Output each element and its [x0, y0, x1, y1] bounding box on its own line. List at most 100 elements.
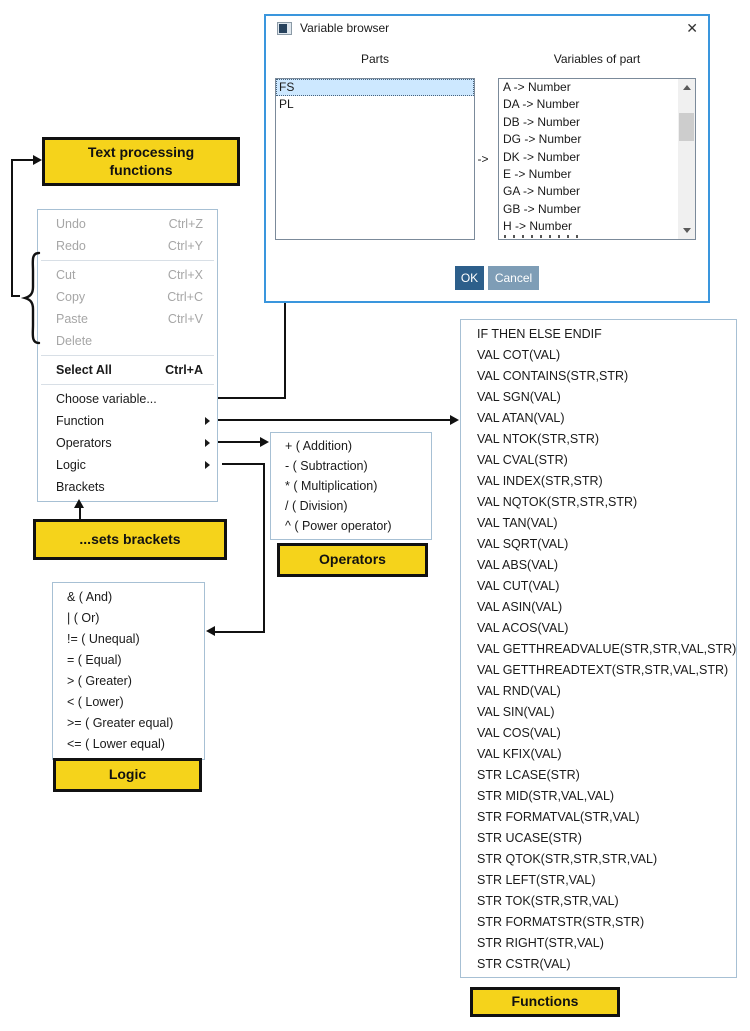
ok-button[interactable]: OK [455, 266, 484, 290]
connector-logic-top [222, 463, 265, 465]
menu-item[interactable]: Select All Ctrl+A [38, 359, 217, 381]
logic-menu-item[interactable]: != ( Unequal) [67, 632, 140, 646]
part-list-item[interactable]: PL [279, 97, 294, 111]
function-menu-item[interactable]: STR TOK(STR,STR,VAL) [477, 894, 619, 908]
function-menu-item[interactable]: STR LCASE(STR) [477, 768, 580, 782]
scroll-down-icon[interactable] [678, 222, 695, 239]
function-menu-item[interactable]: STR CSTR(VAL) [477, 957, 571, 971]
function-menu-item[interactable]: VAL NTOK(STR,STR) [477, 432, 600, 446]
function-menu-item[interactable]: VAL KFIX(VAL) [477, 747, 562, 761]
function-menu-item[interactable]: STR FORMATVAL(STR,VAL) [477, 810, 640, 824]
logic-menu-item[interactable]: > ( Greater) [67, 674, 132, 688]
function-menu-item[interactable]: STR MID(STR,VAL,VAL) [477, 789, 615, 803]
variable-list-item[interactable]: E -> Number [503, 166, 572, 181]
menu-item[interactable]: Logic [38, 454, 217, 476]
function-menu-item[interactable]: VAL ASIN(VAL) [477, 600, 563, 614]
operator-menu-item[interactable]: + ( Addition) [285, 439, 353, 453]
variable-list-item[interactable]: DG -> Number [503, 132, 582, 147]
function-menu-item[interactable]: VAL CVAL(STR) [477, 453, 568, 467]
function-menu-item[interactable]: IF THEN ELSE ENDIF [477, 327, 602, 341]
logic-menu-item[interactable]: <= ( Lower equal) [67, 737, 165, 751]
part-list-item[interactable]: FS [276, 79, 474, 96]
menu-item-label: Brackets [56, 480, 105, 494]
operator-menu-item[interactable]: * ( Multiplication) [285, 479, 378, 493]
function-menu-item[interactable]: VAL SQRT(VAL) [477, 537, 569, 551]
operator-menu-item[interactable]: - ( Subtraction) [285, 459, 368, 473]
function-menu-item[interactable]: VAL SIN(VAL) [477, 705, 555, 719]
menu-item[interactable]: Operators [38, 432, 217, 454]
menu-item-label: Paste [56, 312, 88, 326]
function-menu-item[interactable]: VAL INDEX(STR,STR) [477, 474, 603, 488]
menu-item[interactable] [41, 355, 214, 356]
menu-item[interactable] [41, 260, 214, 261]
variable-list-item[interactable]: GA -> Number [503, 184, 581, 199]
function-menu-item[interactable]: STR RIGHT(STR,VAL) [477, 936, 604, 950]
function-menu-item[interactable]: VAL ACOS(VAL) [477, 621, 569, 635]
menu-item[interactable]: Delete [38, 330, 217, 352]
scrollbar[interactable] [678, 79, 695, 239]
variables-column-label: Variables of part [553, 52, 641, 66]
menu-item-label: Copy [56, 290, 86, 304]
function-menu-item[interactable]: STR UCASE(STR) [477, 831, 582, 845]
cancel-button[interactable]: Cancel [488, 266, 539, 290]
label-functions: Functions [470, 987, 620, 1017]
function-menu-item[interactable]: VAL NQTOK(STR,STR,STR) [477, 495, 638, 509]
function-menu-item[interactable]: STR LEFT(STR,VAL) [477, 873, 596, 887]
logic-menu-item[interactable]: & ( And) [67, 590, 113, 604]
function-menu-item[interactable]: STR FORMATSTR(STR,STR) [477, 915, 645, 929]
function-menu-item[interactable]: VAL COT(VAL) [477, 348, 561, 362]
menu-item-shortcut: Ctrl+C [167, 290, 203, 304]
logic-menu-item[interactable]: >= ( Greater equal) [67, 716, 174, 730]
variable-list-item[interactable]: H -> Number [503, 219, 573, 234]
function-menu-item[interactable]: VAL ABS(VAL) [477, 558, 559, 572]
label-operators: Operators [277, 543, 428, 577]
arrowhead-into-logic-submenu [206, 626, 215, 636]
close-icon[interactable]: ✕ [686, 20, 698, 36]
menu-item[interactable]: Choose variable... [38, 388, 217, 410]
label-text-processing-functions: Text processing functions [42, 137, 240, 186]
function-menu-item[interactable]: VAL CONTAINS(STR,STR) [477, 369, 629, 383]
logic-menu-item[interactable]: | ( Or) [67, 611, 100, 625]
function-menu-item[interactable]: VAL SGN(VAL) [477, 390, 561, 404]
arrowhead-into-functions-list [450, 415, 459, 425]
menu-item[interactable]: Copy Ctrl+C [38, 286, 217, 308]
function-menu-item[interactable]: VAL RND(VAL) [477, 684, 561, 698]
connector-choose-variable-vertical [284, 303, 286, 399]
connector-operators-horizontal [218, 441, 261, 443]
variable-list-item[interactable]: DB -> Number [503, 114, 581, 129]
connector-choose-variable-horizontal [218, 397, 286, 399]
variables-listbox[interactable]: A -> Number DA -> Number DB -> Number DG ->… [498, 78, 696, 240]
menu-item-shortcut: Ctrl+V [167, 312, 203, 326]
operator-menu-item[interactable]: / ( Division) [285, 499, 348, 513]
function-menu-item[interactable]: VAL COS(VAL) [477, 726, 561, 740]
menu-item-label: Cut [56, 268, 76, 282]
logic-menu-item[interactable]: < ( Lower) [67, 695, 124, 709]
menu-item[interactable]: Redo Ctrl+Y [38, 235, 217, 257]
menu-item[interactable]: Brackets [38, 476, 217, 498]
function-menu-item[interactable]: VAL CUT(VAL) [477, 579, 560, 593]
menu-item[interactable]: Paste Ctrl+V [38, 308, 217, 330]
function-menu-item[interactable]: STR QTOK(STR,STR,STR,VAL) [477, 852, 658, 866]
scroll-up-icon[interactable] [678, 79, 695, 96]
variable-list-item[interactable]: GB -> Number [503, 201, 581, 216]
variable-list-item[interactable]: DA -> Number [503, 97, 580, 112]
menu-item[interactable] [41, 384, 214, 385]
menu-item[interactable]: Undo Ctrl+Z [38, 213, 217, 235]
variable-list-item[interactable]: A -> Number [503, 80, 571, 94]
operator-menu-item[interactable]: ^ ( Power operator) [285, 519, 392, 533]
function-menu-item[interactable]: VAL GETTHREADTEXT(STR,STR,VAL,STR) [477, 663, 729, 677]
menu-item-shortcut: Ctrl+Z [168, 217, 203, 231]
variable-browser-dialog: Variable browser ✕ Parts Variables of pa… [264, 14, 710, 303]
menu-item-label: Redo [56, 239, 86, 253]
function-menu-item[interactable]: VAL TAN(VAL) [477, 516, 558, 530]
scrollbar-thumb[interactable] [679, 113, 694, 141]
menu-item[interactable]: Cut Ctrl+X [38, 264, 217, 286]
function-menu-item[interactable]: VAL ATAN(VAL) [477, 411, 565, 425]
connector-brackets-stem [79, 507, 81, 519]
variable-list-item[interactable]: DK -> Number [503, 149, 581, 164]
logic-menu-item[interactable]: = ( Equal) [67, 653, 122, 667]
menu-item[interactable]: Function [38, 410, 217, 432]
operators-submenu: + ( Addition) - ( Subtraction) * ( Multipl… [270, 432, 432, 540]
function-menu-item[interactable]: VAL GETTHREADVALUE(STR,STR,VAL,STR) [477, 642, 737, 656]
